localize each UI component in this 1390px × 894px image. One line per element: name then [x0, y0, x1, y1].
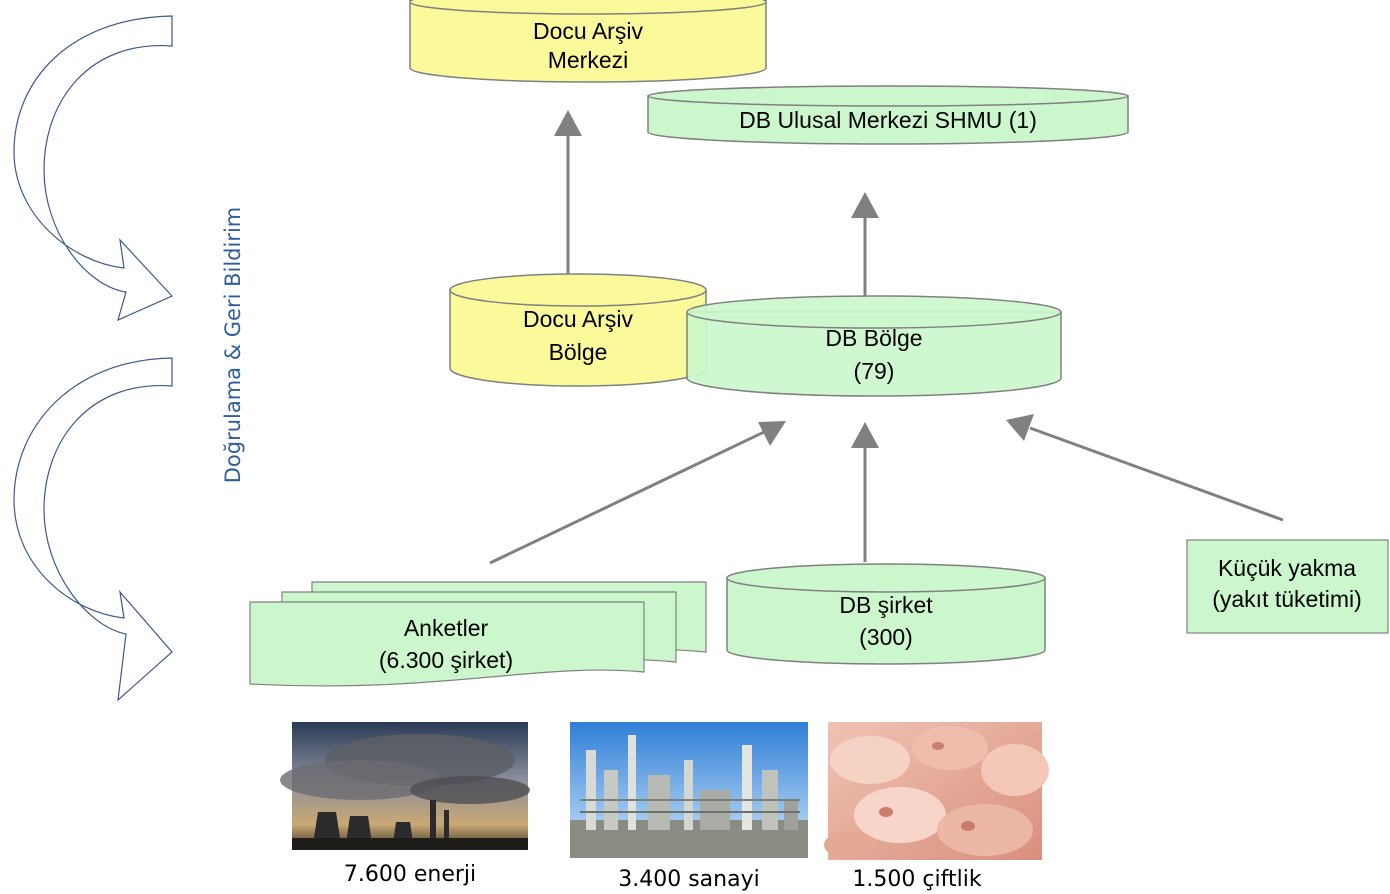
db-national-center-cylinder: DB Ulusal Merkezi SHMU (1): [647, 85, 1129, 145]
db-region-cylinder: DB Bölge (79): [686, 295, 1062, 397]
surveys-label-line2: (6.300 şirket): [379, 647, 513, 673]
surveys-document-stack: Anketler (6.300 şirket): [249, 581, 707, 687]
db-region-label-line1: DB Bölge: [825, 325, 922, 351]
small-combustion-label-line1: Küçük yakma: [1218, 555, 1356, 581]
arrow-surveys-to-db-region: [489, 430, 765, 565]
docu-archive-center-label-line2: Merkezi: [548, 47, 629, 73]
refinery-photo: [570, 722, 808, 858]
docu-archive-region-label-line1: Docu Arşiv: [523, 306, 633, 332]
docu-archive-region-cylinder: Docu Arşiv Bölge: [449, 273, 707, 387]
feedback-curve-arrow-top: [13, 15, 174, 322]
db-company-label-line2: (300): [859, 624, 913, 650]
surveys-label-line1: Anketler: [404, 615, 489, 641]
db-company-cylinder: DB şirket (300): [726, 563, 1046, 665]
docu-archive-region-label-line2: Bölge: [549, 339, 608, 365]
power-plant-photo: [280, 722, 530, 850]
pig-farm-photo: [824, 722, 1049, 860]
power-plant-caption: 7.600 enerji: [344, 862, 476, 887]
side-label-verification-feedback: Doğrulama & Geri Bildirim: [221, 207, 245, 484]
db-region-label-line2: (79): [854, 358, 895, 384]
connector-arrows: [489, 110, 1284, 565]
docu-archive-center-label-line1: Docu Arşiv: [533, 18, 643, 44]
small-combustion-label-line2: (yakıt tüketimi): [1212, 586, 1362, 612]
db-company-label-line1: DB şirket: [839, 592, 933, 618]
refinery-caption: 3.400 sanayi: [618, 867, 759, 892]
feedback-curve-arrow-bottom: [13, 357, 173, 702]
docu-archive-center-cylinder: Docu Arşiv Merkezi: [409, 0, 767, 83]
db-national-center-label: DB Ulusal Merkezi SHMU (1): [739, 107, 1037, 133]
pig-farm-caption: 1.500 çiftlik: [852, 867, 981, 892]
arrow-small-combustion-to-db-region: [1029, 426, 1284, 522]
small-combustion-box: Küçük yakma (yakıt tüketimi): [1186, 539, 1389, 634]
